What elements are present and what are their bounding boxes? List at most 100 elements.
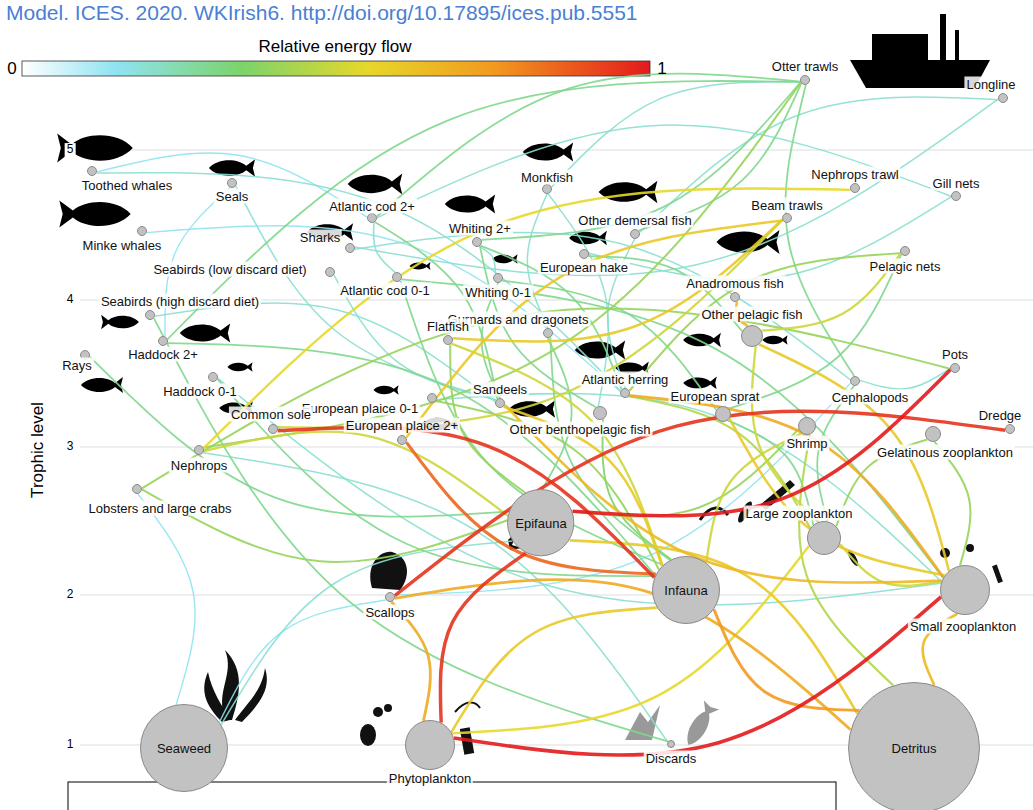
node-label: Infauna [662,583,709,598]
node-circle-shape [999,94,1008,103]
node-circle [950,363,960,373]
food-web-node: Pelagic nets [900,246,910,256]
food-web-node: Gill nets [951,191,961,201]
food-web-node: Atlantic cod 2+ [367,213,377,223]
node-circle [385,592,395,602]
food-web-node: Longline [998,93,1008,103]
node-circle [998,93,1008,103]
node-circle [268,424,278,434]
energy-flow-line [355,99,998,275]
node-circle-shape [508,490,574,556]
food-web-node: Phytoplankton [405,720,455,770]
node-circle [667,740,675,748]
food-web-node: Flatfish [443,335,453,345]
node-circle-shape [901,247,910,256]
trophic-gridlines [80,150,1033,745]
node-circle-shape [653,557,720,624]
fish-silhouette [57,134,133,163]
node-circle [367,213,377,223]
node-circle-shape [926,427,941,442]
energy-flow-line [236,186,496,400]
food-web-node: Rays [80,350,90,360]
food-web-node: Monkfish [542,184,552,194]
node-circle-shape [494,274,503,283]
food-web-node: Atlantic herring [620,388,630,398]
food-web-node: Otter trawls [800,75,810,85]
node-circle-shape [496,399,505,408]
node-label: Other benthopelagic fish [508,422,653,437]
node-label: Whiting 2+ [447,221,513,236]
energy-flow-line [142,308,950,488]
food-web-node: Whiting 2+ [472,237,482,247]
node-circle [1005,424,1015,434]
food-web-node: Other benthopelagic fish [593,406,607,420]
node-circle-shape [473,238,482,247]
node-label: Whiting 0-1 [463,285,533,300]
axis-tick: 3 [65,440,76,454]
energy-flow-line [440,553,526,723]
node-circle [427,393,437,403]
node-circle-shape [952,192,961,201]
node-circle-shape [386,593,395,602]
food-web-node: Anadromous fish [730,292,740,302]
energy-flow-line [147,226,621,392]
food-web-node: Seabirds (low discard diet) [325,267,335,277]
food-web-node: Sandeels [495,398,505,408]
node-label: European plaice 2+ [344,418,460,433]
energy-flow-line [391,602,430,721]
node-circle [145,310,155,320]
node-circle-shape [783,214,792,223]
energy-flow-line [505,405,942,583]
fish-silhouette [348,174,403,195]
node-label: Pelagic nets [868,259,943,274]
node-circle [940,565,990,615]
node-circle-shape [269,425,278,434]
node-label: Common sole [229,407,313,422]
node-label: Nephrops trawl [809,167,900,182]
energy-flow-line [278,220,783,428]
food-web-node: Shrimp [798,417,816,435]
node-circle [593,406,607,420]
node-label: Sharks [298,230,342,245]
node-circle [208,372,218,382]
node-label: Seals [214,189,251,204]
node-label: Atlantic herring [580,372,671,387]
energy-flow-line [504,407,662,566]
energy-flow-line [573,370,951,516]
energy-flow-line [221,541,512,725]
energy-flow-line [406,442,656,574]
node-circle-shape [326,268,335,277]
node-circle [137,226,147,236]
axis-tick: 1 [65,738,76,752]
node-circle [194,445,204,455]
node-circle-shape [393,273,402,282]
node-circle [132,484,142,494]
food-web-node: Seals [227,178,237,188]
food-web-node: Gurnards and dragonets [543,328,553,338]
node-circle [620,388,630,398]
fish-silhouette [373,385,398,395]
node-circle [495,398,505,408]
node-label: Anadromous fish [684,276,786,291]
node-circle [730,292,740,302]
node-circle-shape [444,336,453,345]
food-web-node: Toothed whales [87,166,97,176]
energy-flow-line [377,74,800,217]
axis-tick: 4 [65,293,76,307]
node-circle-shape [580,250,589,259]
node-circle [630,229,640,239]
node-circle [807,521,841,555]
node-circle [800,75,810,85]
node-label: Shrimp [784,436,829,451]
node-label: Small zooplankton [908,619,1018,634]
food-web-node: Common sole [268,424,278,434]
node-circle-shape [951,364,960,373]
node-label: Other demersal fish [576,213,693,228]
node-circle-shape [731,293,740,302]
food-web-node: Lobsters and large crabs [132,484,142,494]
node-label: Epifauna [513,515,568,530]
node-circle [900,246,910,256]
fish-silhouette [445,194,495,213]
node-circle-shape [228,179,237,188]
legend-min: 0 [5,59,18,79]
